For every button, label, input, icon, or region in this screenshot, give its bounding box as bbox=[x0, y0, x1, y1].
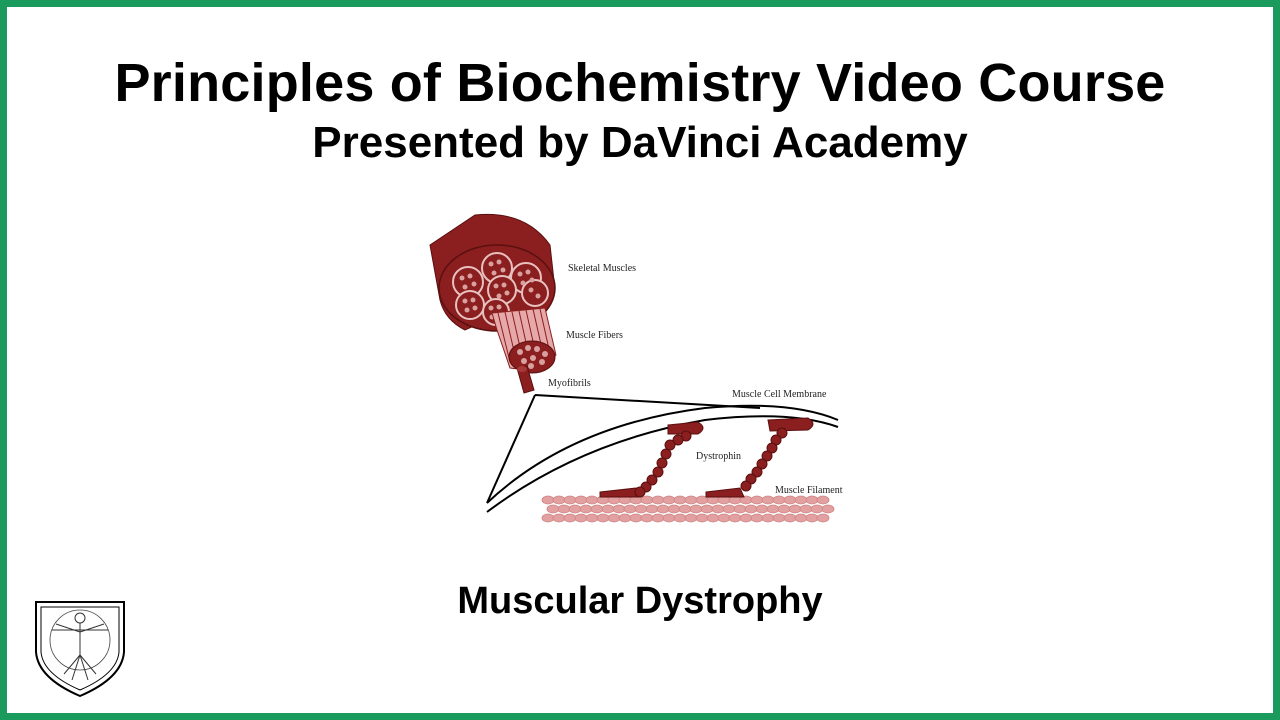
filament-bead bbox=[816, 513, 830, 523]
filament-bead bbox=[783, 513, 797, 523]
label-muscle-filament: Muscle Filament bbox=[775, 485, 843, 496]
filament-bead bbox=[728, 513, 742, 523]
filament-bead bbox=[623, 504, 637, 514]
filament-bead bbox=[816, 495, 830, 505]
filament-bead bbox=[640, 495, 654, 505]
dystrophin-left bbox=[599, 421, 704, 498]
filament-bead bbox=[667, 504, 681, 514]
filament-bead bbox=[805, 495, 819, 505]
filament-bead bbox=[783, 495, 797, 505]
filament-bead bbox=[662, 495, 676, 505]
filament-bead bbox=[700, 504, 714, 514]
filament-bead bbox=[684, 513, 698, 523]
label-skeletal-muscles: Skeletal Muscles bbox=[568, 263, 636, 274]
skeletal-muscle-bundle bbox=[429, 213, 556, 332]
course-title: Principles of Biochemistry Video Course bbox=[114, 53, 1166, 113]
filament-bead bbox=[563, 495, 577, 505]
filament-bead bbox=[596, 513, 610, 523]
filament-bead bbox=[722, 504, 736, 514]
filament-bead bbox=[766, 504, 780, 514]
filament-bead bbox=[651, 495, 665, 505]
filament-bead bbox=[706, 513, 720, 523]
label-dystrophin: Dystrophin bbox=[696, 451, 741, 462]
filament-bead bbox=[634, 504, 648, 514]
filament-bead bbox=[761, 495, 775, 505]
filament-bead bbox=[546, 504, 560, 514]
filament-bead bbox=[651, 513, 665, 523]
filament-bead bbox=[684, 495, 698, 505]
filament-bead bbox=[744, 504, 758, 514]
filament-bead bbox=[689, 504, 703, 514]
filament-bead bbox=[794, 513, 808, 523]
filament-bead bbox=[794, 495, 808, 505]
filament-bead bbox=[810, 504, 824, 514]
filament-bead bbox=[563, 513, 577, 523]
filament-bead bbox=[552, 513, 566, 523]
filament-bead bbox=[805, 513, 819, 523]
filament-bead bbox=[640, 513, 654, 523]
filament-bead bbox=[579, 504, 593, 514]
filament-bead bbox=[645, 504, 659, 514]
filament-bead bbox=[541, 513, 555, 523]
filament-bead bbox=[557, 504, 571, 514]
dystrophin-right bbox=[705, 417, 814, 498]
filament-bead bbox=[568, 504, 582, 514]
filament-bead bbox=[788, 504, 802, 514]
filament-bead bbox=[601, 504, 615, 514]
filament-bead bbox=[799, 504, 813, 514]
filament-bead bbox=[821, 504, 835, 514]
filament-bead bbox=[739, 513, 753, 523]
filament-bead bbox=[612, 504, 626, 514]
label-muscle-fibers: Muscle Fibers bbox=[566, 330, 623, 341]
fascicle-circles bbox=[452, 252, 549, 326]
topic-title: Muscular Dystrophy bbox=[457, 580, 823, 622]
filament-bead bbox=[733, 504, 747, 514]
label-myofibrils: Myofibrils bbox=[548, 378, 591, 389]
filament-bead bbox=[618, 513, 632, 523]
filament-bead bbox=[673, 495, 687, 505]
filament-bead bbox=[717, 513, 731, 523]
filament-bead bbox=[585, 495, 599, 505]
course-subtitle: Presented by DaVinci Academy bbox=[312, 118, 968, 167]
filament-bead bbox=[678, 504, 692, 514]
filament-bead bbox=[585, 513, 599, 523]
filament-bead bbox=[772, 495, 786, 505]
filament-bead bbox=[590, 504, 604, 514]
myofibril bbox=[516, 365, 535, 394]
label-muscle-cell-membrane: Muscle Cell Membrane bbox=[732, 389, 827, 400]
filament-bead bbox=[541, 495, 555, 505]
filament-bead bbox=[761, 513, 775, 523]
filament-bead bbox=[574, 513, 588, 523]
muscle-filament bbox=[541, 495, 835, 523]
filament-bead bbox=[772, 513, 786, 523]
filament-bead bbox=[607, 513, 621, 523]
filament-bead bbox=[711, 504, 725, 514]
filament-bead bbox=[552, 495, 566, 505]
zoom-lines bbox=[486, 394, 761, 504]
filament-bead bbox=[662, 513, 676, 523]
filament-bead bbox=[673, 513, 687, 523]
filament-bead bbox=[629, 513, 643, 523]
vitruvian-man-shield-icon bbox=[35, 601, 125, 698]
filament-bead bbox=[755, 504, 769, 514]
filament-bead bbox=[656, 504, 670, 514]
filament-bead bbox=[777, 504, 791, 514]
filament-bead bbox=[574, 495, 588, 505]
filament-bead bbox=[750, 513, 764, 523]
muscle-fiber-bundle bbox=[491, 307, 557, 374]
filament-bead bbox=[750, 495, 764, 505]
filament-bead bbox=[695, 513, 709, 523]
